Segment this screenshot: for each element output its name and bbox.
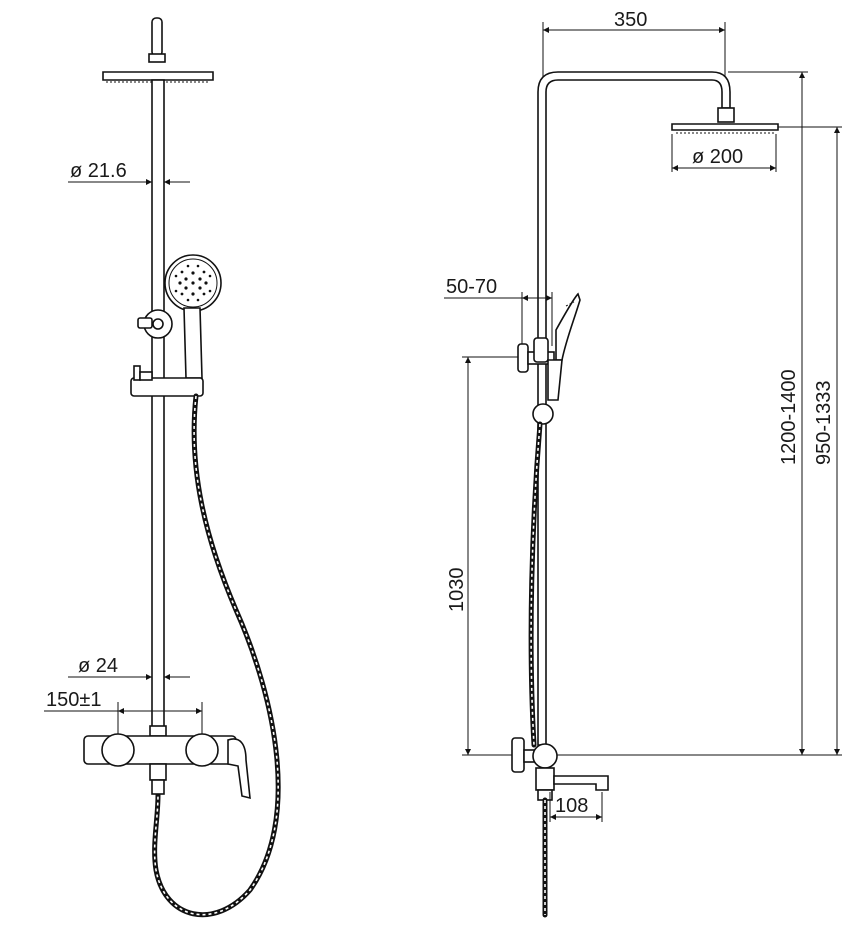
slider-knob (137, 309, 173, 339)
mixer-lever (227, 738, 251, 800)
dim-head-height: 950-1333 (778, 126, 842, 755)
head-diameter-label: ø 200 (692, 146, 743, 168)
dim-head-diameter: ø 200 (671, 134, 777, 172)
dim-spout-length: 108 (549, 792, 603, 822)
total-height-label: 1200-1400 (778, 369, 800, 465)
dim-holder-height: 1030 (446, 356, 540, 756)
side-view: 350 ø 200 1200-1400 9 (444, 9, 842, 918)
dim-mount-center: 150±1 (44, 689, 203, 738)
spout-length-label: 108 (555, 795, 588, 817)
side-hand-shower (547, 292, 581, 401)
dim-total-height: 1200-1400 (728, 71, 808, 755)
mount-center-label: 150±1 (46, 689, 101, 711)
mount-diameter-label: ø 24 (78, 655, 118, 677)
riser-pipe (151, 79, 165, 731)
side-spout (553, 775, 609, 791)
dim-mount-diameter: ø 24 (68, 655, 190, 680)
overhead-shower-head-front (102, 71, 214, 81)
hand-shower-handle (183, 307, 203, 379)
side-mixer (511, 737, 609, 801)
head-connector (148, 53, 166, 63)
overhead-shower-head-side (671, 123, 779, 131)
holder-height-label: 1030 (446, 568, 468, 613)
arm-length-label: 350 (614, 9, 647, 31)
side-hose-connector (532, 403, 554, 425)
front-view: ø 21.6 (44, 17, 281, 918)
side-slider (517, 337, 555, 373)
mixer-front (83, 725, 251, 800)
spray-nozzles (174, 264, 212, 302)
side-riser-and-arm (537, 71, 731, 746)
hose (152, 393, 281, 918)
holder-bracket (130, 365, 204, 397)
hand-shower (164, 254, 222, 379)
holder-offset-label: 50-70 (446, 276, 497, 298)
pipe-diameter-label: ø 21.6 (70, 160, 127, 182)
top-cap (151, 17, 163, 57)
dim-holder-offset: 50-70 (444, 276, 553, 346)
dim-pipe-diameter: ø 21.6 (68, 160, 190, 185)
head-height-label: 950-1333 (813, 380, 835, 465)
side-head-connector (717, 107, 735, 123)
